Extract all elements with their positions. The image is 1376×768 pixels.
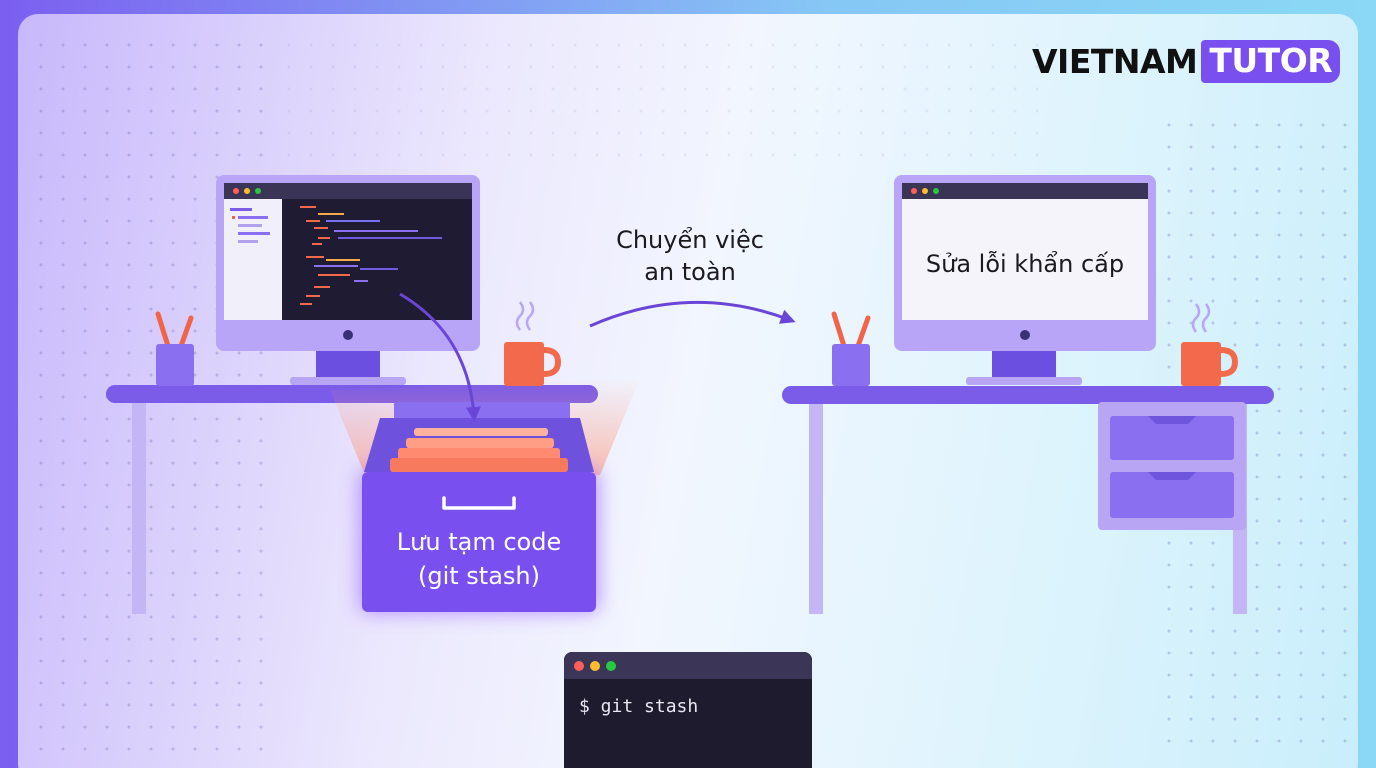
terminal-command: $ git stash	[579, 696, 699, 717]
terminal-maximize-dot	[606, 660, 616, 671]
drawer-label-line1: Lưu tạm code	[396, 528, 562, 556]
logo-text-vietnam: VIETNAM	[1032, 41, 1198, 81]
arrow-label-line2: an toàn	[644, 258, 736, 286]
drawer-label: Lưu tạm code (git stash)	[362, 525, 596, 593]
brand-logo: VIETNAM TUTOR	[1032, 38, 1341, 84]
logo-text-tutor: TUTOR	[1201, 39, 1341, 83]
drawer-label-line2: (git stash)	[417, 562, 540, 590]
drawer-housing	[394, 402, 570, 422]
pencil-cup-icon	[155, 311, 194, 386]
terminal-title-bar	[564, 652, 812, 679]
pencil-cup-icon-right	[831, 311, 871, 386]
right-monitor	[894, 175, 1156, 385]
left-monitor	[216, 175, 480, 385]
terminal-window-icon: $ git stash	[564, 652, 812, 768]
terminal-close-dot	[574, 660, 584, 671]
terminal-minimize-dot	[590, 660, 600, 671]
code-editor-icon	[230, 206, 442, 305]
arrow-label: Chuyển việc an toàn	[590, 224, 790, 288]
coffee-mug-icon-right	[1181, 303, 1239, 386]
right-desk	[782, 386, 1274, 614]
transition-arrow-icon	[589, 300, 796, 328]
coffee-mug-icon	[504, 301, 562, 386]
curved-arrow-icon	[399, 292, 481, 422]
file-drawer-icon	[360, 418, 598, 612]
right-monitor-text: Sửa lỗi khẩn cấp	[925, 250, 1125, 278]
dot-pattern-top	[278, 34, 1038, 174]
arrow-label-line1: Chuyển việc	[616, 226, 764, 254]
